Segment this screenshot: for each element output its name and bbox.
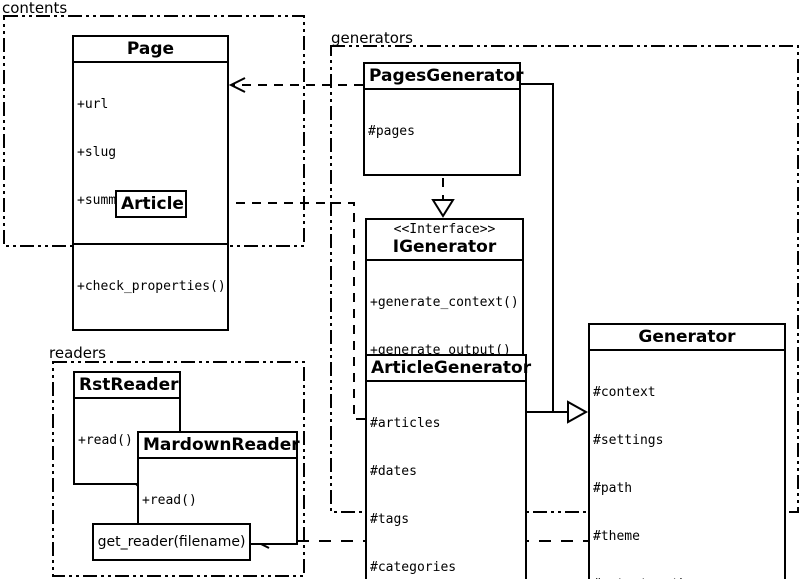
class-articlegenerator-attributes: #articles #dates #tags #categories [367, 382, 525, 579]
class-rstreader-methods: +read() [75, 399, 179, 483]
class-rstreader-name: RstReader [75, 373, 179, 399]
class-page-methods: +check_properties() [74, 243, 227, 329]
class-page: Page +url +slug +summary +check_properti… [72, 35, 229, 331]
class-mardownreader-methods: +read() [139, 459, 296, 543]
attribute: #categories [370, 560, 457, 575]
class-generator-name: Generator [590, 325, 784, 351]
class-igenerator-stereotype: <<Interface>> [393, 222, 496, 237]
class-generator: Generator #context #settings #path #them… [588, 323, 786, 579]
function-get-reader-label: get_reader(filename) [97, 534, 246, 550]
class-article-name: Article [121, 194, 184, 214]
method: +read() [142, 493, 197, 508]
attribute: +url [77, 97, 109, 112]
attribute: #path [593, 481, 633, 496]
attribute: +slug [77, 145, 117, 160]
method: +check_properties() [77, 279, 226, 294]
attribute: #articles [370, 416, 441, 431]
attribute: #settings [593, 433, 664, 448]
attribute: #context [593, 385, 656, 400]
class-pagesgenerator-name: PagesGenerator [365, 64, 523, 90]
inheritance-triangle-generator [567, 400, 589, 424]
attribute: #output_path [593, 577, 781, 579]
inheritance-line-pagesgenerator-generator [520, 83, 554, 412]
attribute: #pages [368, 124, 415, 139]
method: +generate_context() [370, 295, 519, 310]
package-label-generators: generators [331, 29, 413, 47]
class-igenerator-header: <<Interface>> IGenerator [367, 220, 522, 261]
class-articlegenerator: ArticleGenerator #articles #dates #tags … [365, 354, 531, 579]
class-page-name: Page [74, 37, 227, 63]
dependency-arrow-pagesgenerator-page [228, 77, 246, 93]
class-generator-attributes: #context #settings #path #theme #output_… [590, 351, 784, 579]
package-label-contents: contents [2, 0, 68, 17]
realization-triangle-pagesgenerator-igenerator [431, 199, 455, 218]
function-get-reader: get_reader(filename) [92, 523, 251, 561]
attribute: #theme [593, 529, 640, 544]
class-pagesgenerator-attributes: #pages [365, 90, 519, 174]
package-label-readers: readers [49, 344, 106, 362]
attribute: #dates [370, 464, 417, 479]
class-articlegenerator-name: ArticleGenerator [367, 356, 531, 382]
class-igenerator-name: IGenerator [392, 237, 497, 257]
class-pagesgenerator: PagesGenerator #pages [363, 62, 523, 176]
class-article: Article [115, 190, 187, 218]
dependency-line-articlegenerator-article [193, 202, 365, 420]
package-border-generators [330, 45, 799, 513]
class-mardownreader-name: MardownReader [139, 433, 300, 459]
method: +read() [78, 433, 133, 448]
attribute: #tags [370, 512, 410, 527]
package-border-readers [52, 361, 305, 577]
